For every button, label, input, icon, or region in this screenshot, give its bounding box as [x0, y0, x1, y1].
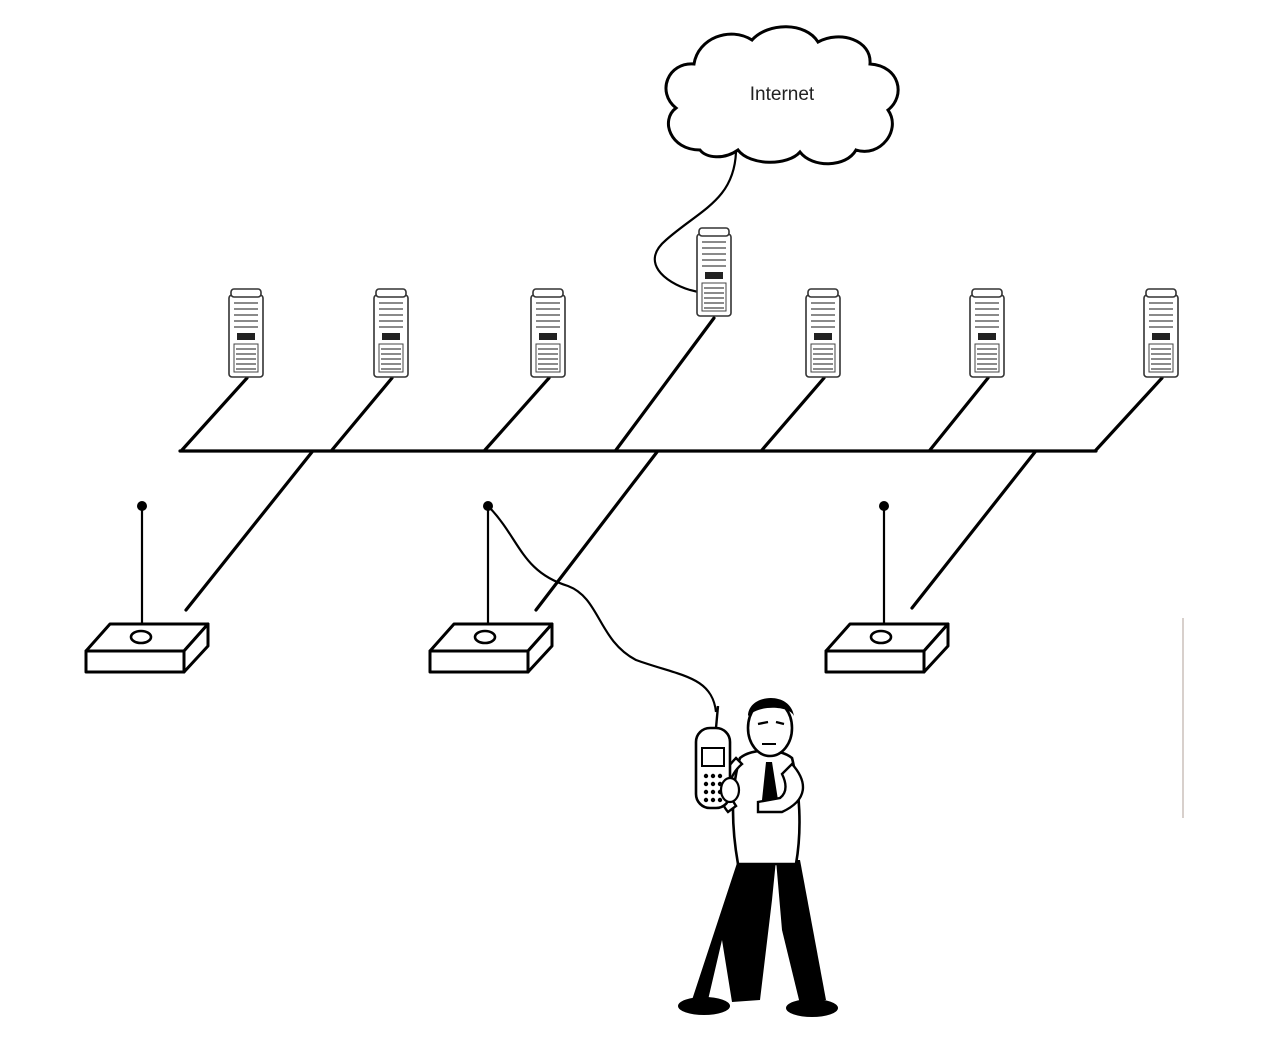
access-point-icon	[84, 501, 210, 674]
server-icon	[1143, 288, 1179, 378]
person-with-cellphone-icon	[678, 697, 838, 1017]
access-point-icon	[824, 501, 950, 674]
cloud-label: Internet	[750, 84, 815, 105]
access-point-icon	[428, 501, 554, 674]
access-point-links	[184, 450, 1037, 612]
server-icon	[805, 288, 841, 378]
internet-cloud-icon: Internet	[664, 25, 900, 166]
server-links	[180, 316, 1164, 452]
wireless-link	[489, 507, 718, 713]
gateway-server-icon	[696, 227, 732, 317]
internet-cable	[653, 151, 738, 295]
server-icon	[228, 288, 264, 378]
server-icon	[530, 288, 566, 378]
server-icon	[373, 288, 409, 378]
server-icon	[969, 288, 1005, 378]
